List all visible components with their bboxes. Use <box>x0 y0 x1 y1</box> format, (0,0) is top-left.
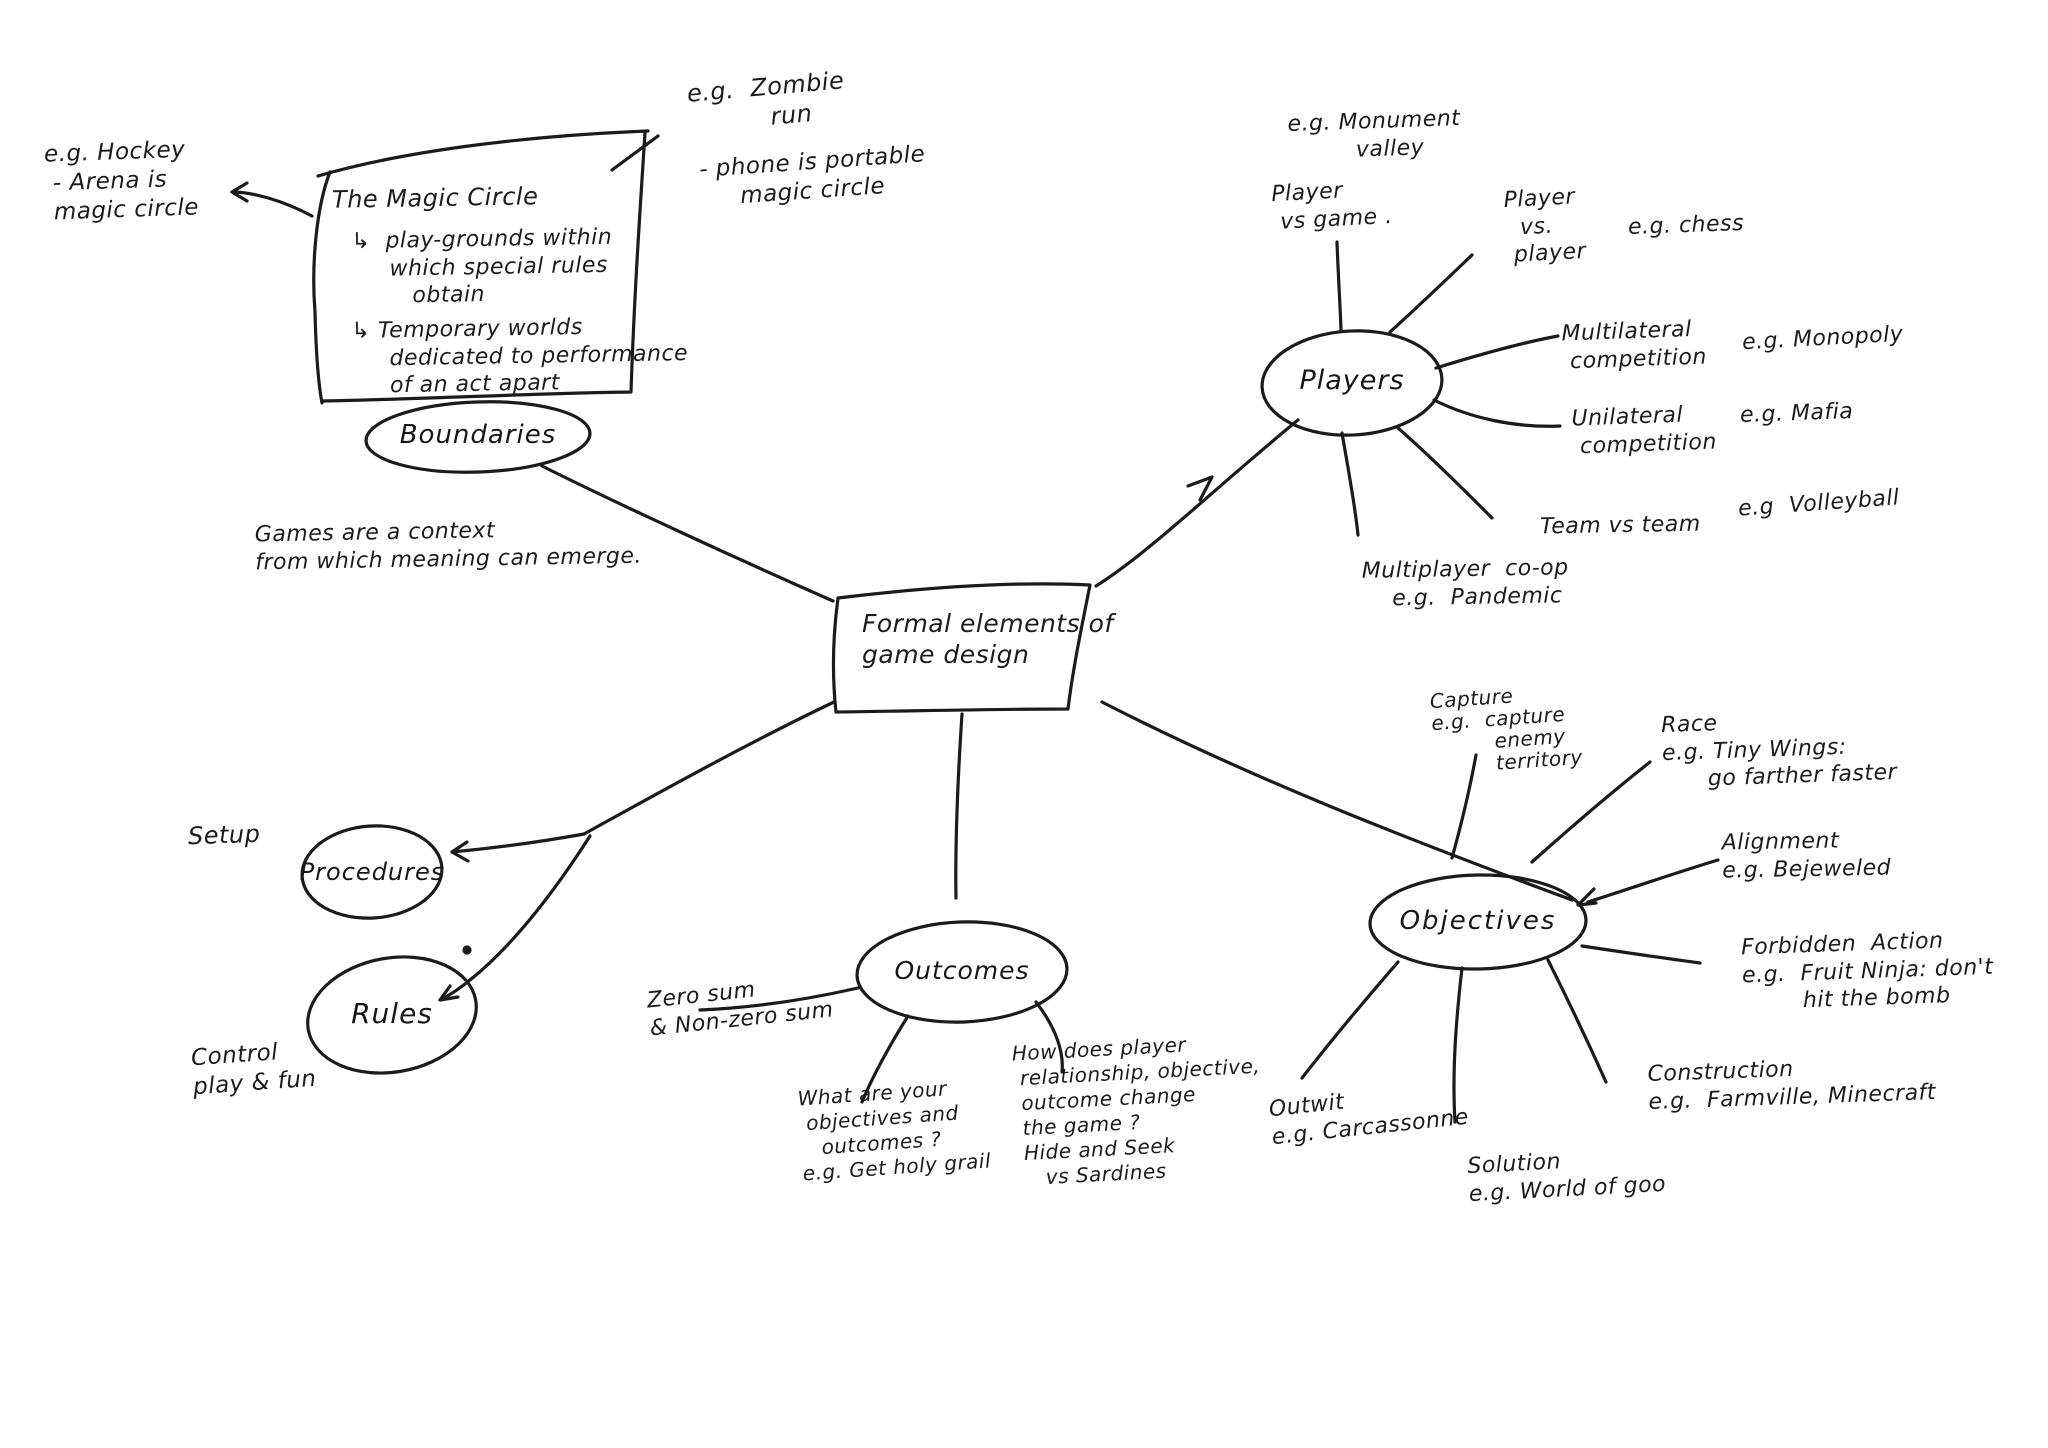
objectives-ellipse <box>1368 873 1588 971</box>
what-objectives-note: What are your objectives and outcomes ? … <box>796 1076 992 1186</box>
center-objectives-link <box>1100 700 1598 907</box>
center-procedures-rules-links <box>438 700 836 1002</box>
hockey-arrow <box>230 181 314 218</box>
outcomes-spokes <box>698 986 1064 1104</box>
how-player-note: How does player relationship, objective,… <box>1011 1032 1261 1191</box>
race-note: Race e.g. Tiny Wings: go farther faster <box>1660 711 1898 794</box>
outcomes-label: Outcomes <box>894 956 1030 985</box>
players-spokes <box>1335 240 1562 537</box>
center-node-box <box>831 582 1092 714</box>
rules-link-dot <box>462 945 472 955</box>
multilateral-label: Multilateral competition <box>1561 316 1708 375</box>
forbidden-action-note: Forbidden Action e.g. Fruit Ninja: don't… <box>1740 928 1994 1016</box>
outcomes-ellipse <box>855 920 1069 1024</box>
center-node-label: Formal elements of game design <box>862 609 1114 670</box>
mafia-note: e.g. Mafia <box>1739 399 1854 428</box>
boundaries-label: Boundaries <box>399 420 557 450</box>
magic-circle-bullet-2: ↳ Temporary worlds dedicated to performa… <box>351 314 689 399</box>
procedures-ellipse <box>300 824 444 920</box>
center-outcomes-link <box>954 712 964 900</box>
monument-note: e.g. Monument valley <box>1287 106 1461 165</box>
players-label: Players <box>1299 365 1405 396</box>
context-note: Games are a context from which meaning c… <box>254 518 643 575</box>
team-vs-team-label: Team vs team <box>1539 511 1701 540</box>
alignment-note: Alignment e.g. Bejeweled <box>1721 828 1892 883</box>
chess-note: e.g. chess <box>1627 210 1745 241</box>
center-players-link <box>1094 418 1300 588</box>
capture-note: Capture e.g. capture enemy territory <box>1429 683 1584 780</box>
procedures-label: Procedures <box>299 858 445 886</box>
setup-note: Setup <box>187 819 261 851</box>
players-ellipse <box>1260 329 1444 437</box>
coop-label: Multiplayer co-op e.g. Pandemic <box>1361 555 1569 612</box>
zombie-connector <box>610 134 660 172</box>
hockey-note: e.g. Hockey - Arena is magic circle <box>43 136 200 226</box>
rules-label: Rules <box>351 997 433 1030</box>
objectives-spokes <box>1300 753 1720 1124</box>
magic-circle-bullet-1: ↳ play-grounds within which special rule… <box>351 224 613 310</box>
construction-note: Construction e.g. Farmville, Minecraft <box>1647 1056 1937 1115</box>
player-vs-game-label: Player vs game . <box>1270 178 1394 235</box>
unilateral-label: Unilateral competition <box>1571 402 1718 460</box>
magic-circle-box <box>312 129 650 405</box>
player-vs-player-label: Player vs. player <box>1502 184 1587 269</box>
boundaries-center-link <box>540 464 835 603</box>
objectives-label: Objectives <box>1399 906 1557 936</box>
magic-circle-title: The Magic Circle <box>331 182 539 214</box>
boundaries-ellipse <box>364 400 592 474</box>
control-note: Control play & fun <box>190 1039 318 1100</box>
rules-ellipse <box>306 955 478 1075</box>
solution-note: Solution e.g. World of goo <box>1466 1149 1667 1207</box>
